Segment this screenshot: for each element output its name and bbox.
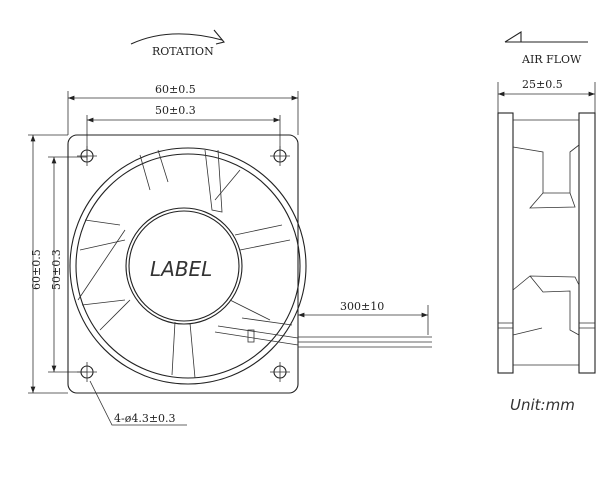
holes-callout: 4-ø4.3±0.3 [114,412,176,425]
width-dimension-holes [86,115,281,160]
width-dimension-outer [67,91,299,135]
width-holes-label: 50±0.3 [155,104,196,117]
unit-label: Unit:mm [510,396,575,414]
fan-side-view [497,112,596,374]
height-outer-label: 60±0.5 [30,249,43,290]
rotation-label: ROTATION [152,45,214,58]
mounting-hole [77,146,97,166]
hub-label: LABEL [150,257,212,281]
cable-wires [298,336,432,348]
height-dimension-outer [28,134,68,394]
mounting-hole [270,362,290,382]
rotation-arrow-icon [130,29,225,45]
cable-length-label: 300±10 [340,300,384,313]
cable-length-dimension [297,300,429,350]
width-outer-label: 60±0.5 [155,83,196,96]
airflow-label: AIR FLOW [521,53,582,66]
mounting-hole [270,146,290,166]
depth-label: 25±0.5 [522,78,563,91]
mounting-hole [77,362,97,382]
height-holes-label: 50±0.3 [50,249,63,290]
airflow-arrow-icon [504,31,588,43]
depth-dimension [497,82,596,113]
fan-front-view [67,134,307,394]
